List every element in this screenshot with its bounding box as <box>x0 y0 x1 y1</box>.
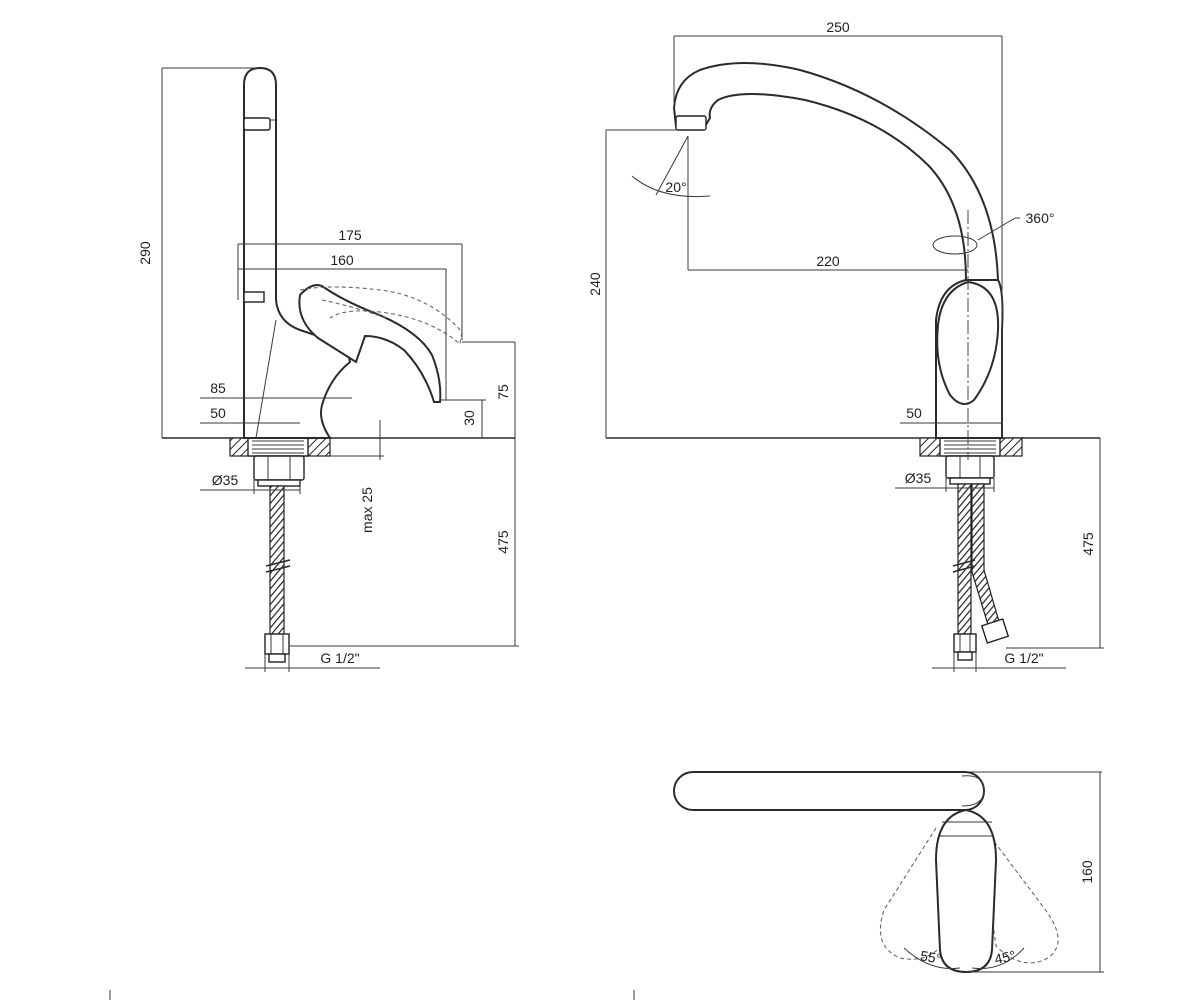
top-view: 160 55° 45° <box>673 771 1104 974</box>
dim-front-240: 240 <box>587 272 603 296</box>
dim-front-d35: Ø35 <box>905 470 932 486</box>
dim-top-45deg: 45° <box>993 947 1017 967</box>
dim-side-g12: G 1/2" <box>320 650 359 666</box>
dim-front-475: 475 <box>1080 532 1096 556</box>
front-spout <box>672 62 1000 281</box>
dim-side-175: 175 <box>338 227 362 243</box>
dim-top-160: 160 <box>1079 860 1095 884</box>
dim-front-20deg: 20° <box>665 179 686 195</box>
dim-side-475: 475 <box>495 530 511 554</box>
dim-side-85: 85 <box>210 380 226 396</box>
dim-side-75: 75 <box>495 384 511 400</box>
dim-side-160: 160 <box>330 252 354 268</box>
dim-front-g12: G 1/2" <box>1004 650 1043 666</box>
top-lever <box>934 808 998 974</box>
top-spout <box>673 771 985 811</box>
dim-side-d35: Ø35 <box>212 472 239 488</box>
dim-side-290: 290 <box>137 241 153 265</box>
dim-front-50: 50 <box>906 405 922 421</box>
dim-front-360deg: 360° <box>1026 210 1055 226</box>
dim-front-220: 220 <box>816 253 840 269</box>
side-lever <box>298 284 442 403</box>
dim-top-55deg: 55° <box>919 947 943 966</box>
dim-side-30: 30 <box>461 410 477 426</box>
front-view: 250 220 240 20° 360° 50 Ø35 475 <box>587 19 1104 672</box>
dim-side-max25: max 25 <box>359 487 375 533</box>
side-view: 290 175 160 85 50 75 30 <box>137 66 519 672</box>
dim-side-50: 50 <box>210 405 226 421</box>
dim-front-250: 250 <box>826 19 850 35</box>
